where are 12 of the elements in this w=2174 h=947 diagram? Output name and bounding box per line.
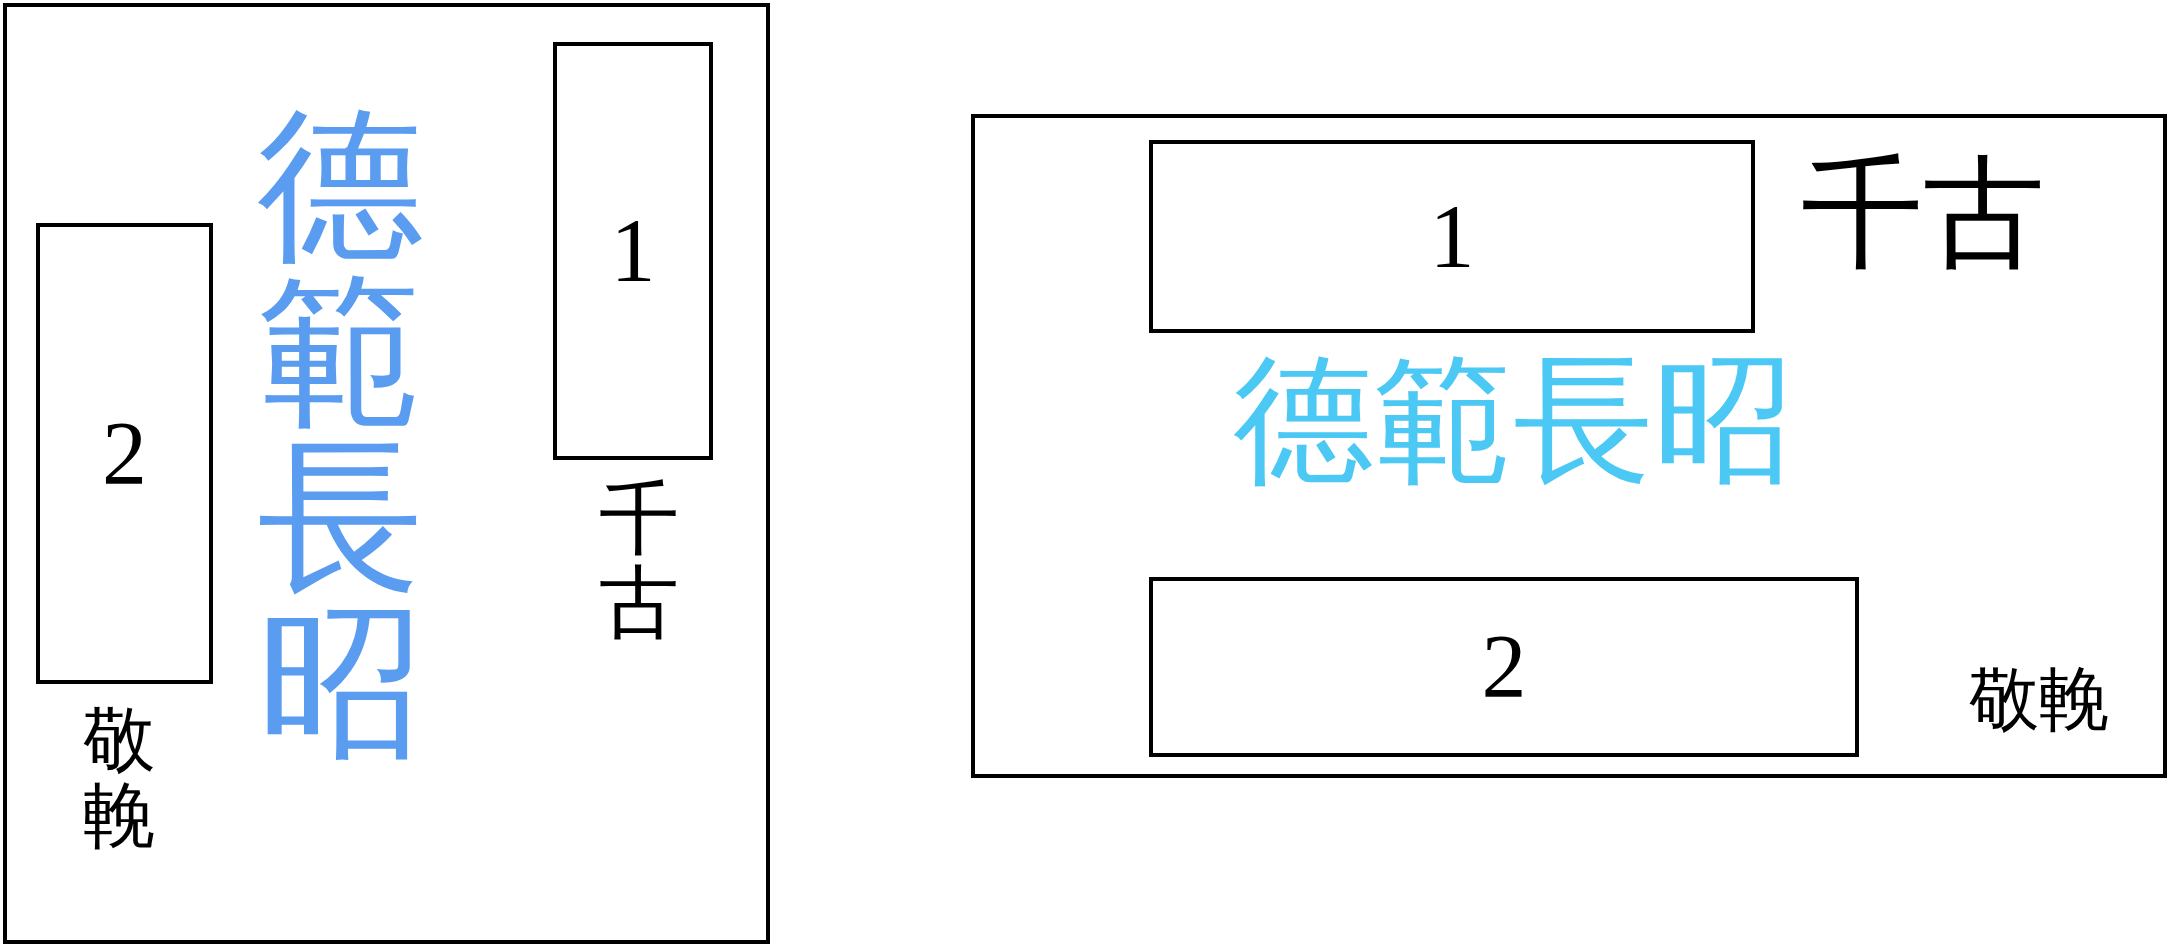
numbered-box: 1 — [1149, 140, 1755, 333]
frame-box — [971, 114, 2167, 778]
inscription-text: 德範長昭 — [257, 102, 423, 766]
numbered-box: 2 — [1149, 577, 1859, 757]
inscription-text: 德範長昭 — [1233, 350, 1793, 490]
numbered-box: 2 — [36, 223, 213, 684]
inscription-text: 千古 — [599, 477, 679, 645]
frame-box — [3, 3, 770, 944]
numbered-box: 1 — [553, 42, 713, 460]
inscription-text: 千古 — [1801, 152, 2045, 274]
inscription-text: 敬輓 — [83, 702, 155, 854]
inscription-text: 敬輓 — [1969, 664, 2109, 734]
